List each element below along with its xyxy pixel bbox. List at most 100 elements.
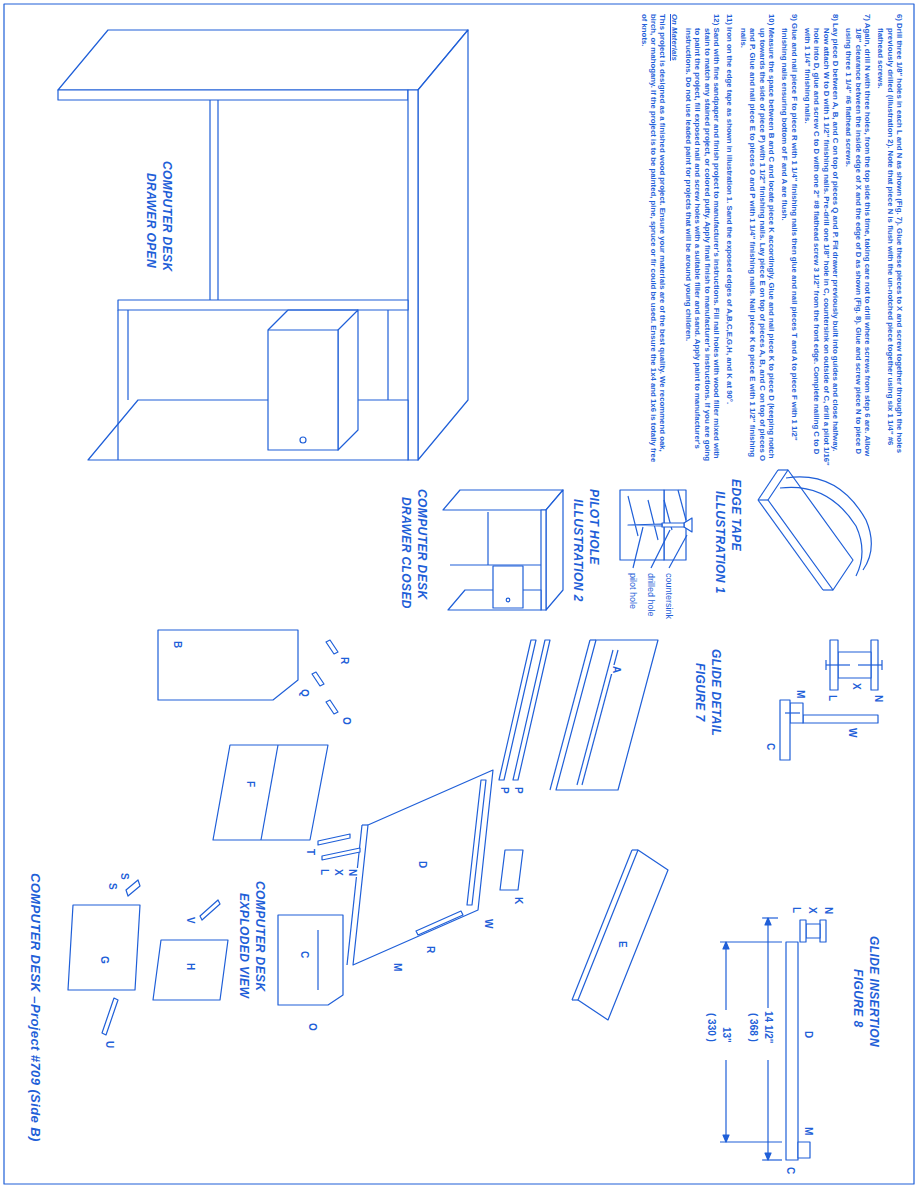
pilot-hole-illustration-line — [648, 500, 658, 540]
exploded-view-line — [326, 640, 338, 654]
part-letter: N — [823, 906, 835, 915]
view-caption: EXPLODED VIEW — [236, 892, 250, 999]
exploded-view-line — [153, 940, 228, 1000]
materials-note: This project is designed as a finished w… — [639, 14, 667, 470]
glide-insertion-figure-line — [723, 1135, 729, 1142]
figure-caption: ILLUSTRATION 1 — [712, 490, 726, 595]
glide-insertion-figure-line — [786, 942, 798, 1160]
glide-insertion-figure-line — [765, 918, 771, 925]
glide-detail-figure-line — [785, 712, 800, 713]
glide-insertion-figure-line — [767, 1060, 768, 1160]
part-letter: K — [513, 896, 525, 905]
edge-tape-illustration — [758, 470, 871, 590]
exploded-view-line — [278, 915, 343, 1005]
desk-drawer-open-line — [408, 90, 418, 460]
edge-tape-illustration-line — [758, 470, 778, 500]
glide-insertion-figure — [720, 918, 826, 1160]
exploded-view-line — [318, 834, 350, 845]
exploded-view-line — [578, 850, 668, 1020]
desk-drawer-closed — [443, 490, 563, 610]
exploded-view-line — [326, 700, 338, 714]
exploded-view-line — [590, 639, 596, 640]
part-letter: P — [499, 786, 511, 795]
exploded-view-line — [312, 672, 324, 686]
part-letter: T — [305, 848, 317, 856]
part-letter: C — [785, 1166, 797, 1175]
desk-drawer-open-line — [268, 310, 288, 330]
view-caption: COMPUTER DESK — [414, 488, 428, 601]
exploded-view-line — [632, 849, 638, 850]
glide-detail-figure-line — [825, 660, 826, 670]
figure-caption: FIGURE 7 — [692, 662, 706, 723]
part-letter: A — [611, 665, 623, 674]
part-letter: F — [245, 780, 257, 788]
view-caption: COMPUTER DESK — [159, 160, 173, 273]
dimension: ( 368 ) — [748, 1012, 760, 1043]
instruction-step: 10) Measure the space between B and C an… — [739, 14, 776, 470]
edge-tape-illustration-line — [780, 487, 862, 576]
figure-caption: EDGE TAPE — [728, 478, 742, 552]
desk-drawer-open-line — [127, 310, 128, 400]
exploded-view-line — [500, 850, 523, 890]
part-letter: L — [319, 868, 331, 876]
desk-drawer-open — [58, 30, 468, 460]
exploded-view — [68, 630, 668, 1035]
glide-insertion-figure-line — [723, 942, 729, 949]
part-letter: D — [417, 860, 429, 869]
view-caption: DRAWER CLOSED — [398, 496, 412, 610]
part-letter: E — [617, 940, 629, 949]
part-letter: M — [795, 689, 807, 699]
desk-drawer-open-line — [118, 300, 408, 310]
part-letter: R — [425, 945, 437, 954]
part-letter: P — [513, 786, 525, 795]
desk-drawer-closed-line — [546, 490, 563, 610]
glide-insertion-figure-line — [767, 918, 768, 1008]
glide-insertion-figure-line — [762, 917, 778, 918]
part-letter: O — [341, 716, 353, 726]
pilot-hole-illustration-line — [684, 518, 692, 532]
leader-label: countersink — [664, 572, 674, 620]
glide-insertion-figure-line — [720, 1141, 782, 1142]
glide-insertion-figure-line — [798, 1142, 810, 1158]
pilot-hole-illustration-line — [662, 523, 684, 527]
view-caption: COMPUTER DESK — [252, 880, 266, 993]
part-letter: L — [791, 906, 803, 914]
desk-drawer-open-line — [88, 400, 408, 460]
desk-drawer-open-line — [58, 90, 408, 100]
desk-drawer-closed-line — [493, 566, 523, 608]
desk-drawer-open-line — [217, 100, 218, 300]
instruction-step: 9) Glue and nail piece F to piece R with… — [780, 14, 799, 470]
glide-insertion-figure-line — [800, 920, 806, 942]
exploded-view-line — [322, 848, 360, 860]
exploded-view-line — [556, 640, 658, 790]
exploded-view-line — [362, 824, 368, 825]
pilot-hole-illustration — [620, 490, 692, 568]
part-letter: D — [803, 1030, 815, 1039]
exploded-view-line — [499, 640, 536, 780]
pilot-hole-illustration-line — [633, 527, 643, 568]
dimension: ( 330 ) — [706, 1012, 718, 1043]
desk-drawer-open-line — [117, 310, 118, 460]
glide-insertion-figure-line — [725, 1060, 726, 1142]
desk-drawer-open-line — [387, 310, 388, 400]
instruction-step: 6) Drill three 1/8" holes in each L and … — [876, 14, 904, 470]
desk-drawer-closed-line — [541, 510, 546, 610]
desk-drawer-closed-line — [443, 490, 563, 510]
glide-detail-figure-line — [780, 700, 790, 760]
part-letter: Q — [299, 688, 311, 698]
dimension: 13" — [721, 1026, 733, 1044]
glide-detail-figure-line — [881, 660, 882, 670]
part-letter: V — [185, 916, 197, 925]
instruction-step: 12) Sand with fine sandpaper and finish … — [684, 14, 721, 470]
edge-tape-illustration-line — [778, 469, 788, 470]
glide-insertion-figure-line — [762, 1159, 782, 1160]
desk-drawer-open-line — [338, 310, 358, 450]
pilot-hole-illustration-line — [628, 496, 638, 536]
figure-caption: PILOT HOLE — [586, 488, 600, 566]
sheet-border-line — [4, 4, 914, 1184]
sheet-border — [4, 4, 914, 1184]
glide-detail-figure — [780, 640, 882, 760]
instruction-step: 11) Iron on the edge tape as shown in il… — [725, 14, 734, 470]
part-letter: G — [99, 955, 111, 965]
